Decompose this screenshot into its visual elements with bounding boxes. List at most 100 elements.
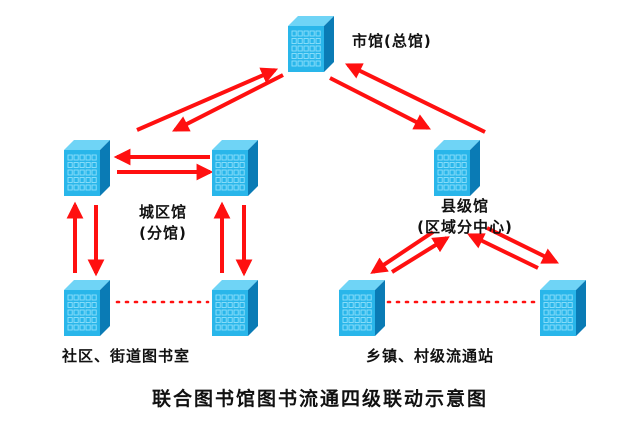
building-window	[79, 154, 85, 161]
building-window	[91, 154, 97, 161]
building-window	[221, 294, 227, 301]
building-window	[91, 324, 97, 331]
building-window	[291, 53, 297, 59]
building-roof	[288, 16, 334, 26]
building-window	[233, 177, 239, 183]
building-window	[348, 302, 354, 308]
building-window	[79, 294, 85, 301]
building-window	[449, 169, 455, 176]
building-window	[455, 177, 461, 183]
building-window	[85, 294, 91, 301]
building-window	[443, 154, 449, 161]
building-window	[342, 302, 348, 308]
building-window	[67, 317, 73, 323]
building-window	[91, 302, 97, 308]
building-window	[291, 45, 297, 52]
building-window	[239, 309, 245, 316]
building-window	[73, 302, 79, 308]
building-side	[576, 280, 586, 336]
building-window	[561, 317, 567, 323]
building-window	[543, 324, 549, 331]
building-window	[239, 162, 245, 168]
building-window	[297, 45, 303, 52]
building-roof	[540, 280, 586, 290]
flow-arrow	[329, 76, 431, 130]
building-window	[567, 317, 573, 323]
building-window	[354, 309, 360, 316]
building-window	[348, 309, 354, 316]
building-roof	[212, 280, 258, 290]
building-window	[443, 162, 449, 168]
building-window	[239, 294, 245, 301]
building-window	[73, 324, 79, 331]
building-window	[567, 302, 573, 308]
building-window	[67, 302, 73, 308]
building-window	[239, 169, 245, 176]
building-window	[67, 309, 73, 316]
building-window	[227, 184, 233, 191]
building-window	[215, 324, 221, 331]
building-window	[239, 184, 245, 191]
building-window	[315, 38, 321, 44]
building-window	[455, 169, 461, 176]
building-window	[67, 324, 73, 331]
building-window	[354, 317, 360, 323]
building-window	[354, 302, 360, 308]
building-window	[303, 45, 309, 52]
building-window	[233, 169, 239, 176]
building-window	[543, 294, 549, 301]
building-window	[555, 294, 561, 301]
building-window	[303, 60, 309, 67]
building-window	[227, 154, 233, 161]
building-window	[549, 324, 555, 331]
building-window	[67, 169, 73, 176]
building-window	[73, 154, 79, 161]
building-window	[561, 309, 567, 316]
building-window	[91, 162, 97, 168]
building-window	[91, 309, 97, 316]
building-window	[85, 184, 91, 191]
building-window	[297, 53, 303, 59]
building-roof	[64, 140, 110, 150]
building-window	[461, 154, 467, 161]
building-window	[73, 177, 79, 183]
building-window	[360, 302, 366, 308]
building-window	[309, 60, 315, 67]
building-icon	[288, 16, 334, 72]
building-window	[360, 324, 366, 331]
building-window	[555, 309, 561, 316]
building-window	[461, 177, 467, 183]
building-window	[366, 302, 372, 308]
building-window	[437, 177, 443, 183]
building-window	[79, 309, 85, 316]
building-window	[215, 169, 221, 176]
building-side	[248, 280, 258, 336]
building-window	[215, 177, 221, 183]
building-window	[73, 317, 79, 323]
building-front	[212, 290, 248, 336]
label-community: 社区、街道图书室	[62, 347, 191, 365]
building-window	[309, 38, 315, 44]
building-window	[215, 317, 221, 323]
building-window	[85, 177, 91, 183]
building-icon	[339, 280, 385, 336]
building-window	[239, 177, 245, 183]
label-town: 乡镇、村级流通站	[366, 347, 495, 365]
building-window	[342, 317, 348, 323]
building-window	[342, 324, 348, 331]
building-window	[543, 317, 549, 323]
building-roof	[212, 140, 258, 150]
building-window	[303, 38, 309, 44]
building-side	[324, 16, 334, 72]
building-window	[227, 324, 233, 331]
building-window	[360, 317, 366, 323]
building-window	[221, 162, 227, 168]
building-window	[437, 184, 443, 191]
building-window	[360, 294, 366, 301]
building-side	[375, 280, 385, 336]
building-window	[221, 317, 227, 323]
diagram-title: 联合图书馆图书流通四级联动示意图	[151, 388, 488, 410]
building-window	[366, 317, 372, 323]
building-window	[549, 294, 555, 301]
